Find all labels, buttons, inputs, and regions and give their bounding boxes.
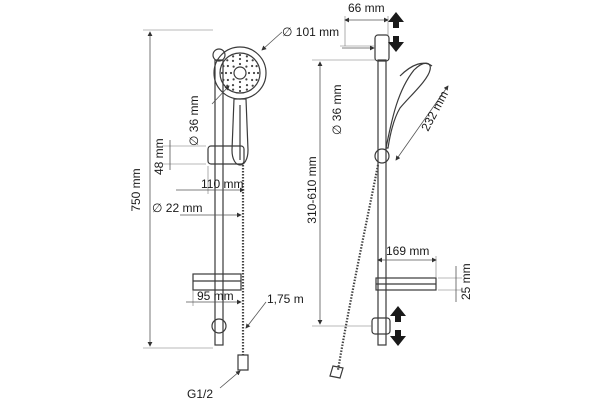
nozzle-dot bbox=[232, 55, 235, 58]
nozzle-dot bbox=[245, 84, 249, 87]
label-adjust-range: 310-610 mm bbox=[305, 156, 319, 223]
nozzle-dot bbox=[256, 71, 260, 75]
slide-bar bbox=[214, 59, 224, 346]
nozzle-dot bbox=[238, 62, 242, 66]
side-slide-bar bbox=[377, 59, 387, 346]
nozzle-dot bbox=[245, 78, 248, 81]
side-bottom-bracket bbox=[371, 317, 391, 335]
nozzle-dot bbox=[245, 55, 248, 58]
side-slider-knob bbox=[374, 148, 390, 164]
nozzle-dot bbox=[226, 64, 229, 68]
hand-shower-handle bbox=[231, 98, 249, 166]
bottom-wall-bracket bbox=[211, 318, 227, 334]
nozzle-dot bbox=[220, 71, 224, 75]
side-shower-hose bbox=[336, 164, 380, 371]
nozzle-dot bbox=[231, 84, 235, 87]
nozzle-dot bbox=[245, 88, 248, 91]
label-soap-dish-depth: 95 mm bbox=[197, 289, 234, 303]
label-hose-length: 1,75 m bbox=[267, 292, 304, 306]
nozzle-dot bbox=[232, 65, 235, 68]
adjust-arrows-bottom-icon bbox=[390, 306, 406, 346]
nozzle-dot bbox=[247, 71, 251, 75]
nozzle-dot bbox=[224, 71, 228, 75]
label-dish-length: 169 mm bbox=[386, 244, 429, 258]
slider-holder bbox=[207, 145, 245, 165]
nozzle-dot bbox=[238, 89, 242, 93]
label-rod-diameter-left: ∅ 36 mm bbox=[187, 96, 201, 146]
side-view: 66 mm ∅ 36 mm 310-610 mm 232 mm 169 mm 2… bbox=[305, 1, 473, 379]
hand-shower-head bbox=[213, 46, 267, 100]
label-bar-diameter: ∅ 22 mm bbox=[152, 201, 202, 215]
nozzle-dot bbox=[226, 78, 229, 82]
nozzle-dot bbox=[251, 78, 254, 82]
soap-dish bbox=[192, 273, 242, 291]
label-thread: G1/2 bbox=[187, 387, 213, 400]
nozzle-dot bbox=[226, 59, 229, 62]
label-height-total: 750 mm bbox=[129, 168, 143, 211]
nozzle-dot bbox=[255, 78, 258, 81]
top-wall-bracket bbox=[212, 48, 226, 62]
label-holder-depth: 110 mm bbox=[201, 177, 243, 191]
label-holder-height: 48 mm bbox=[152, 138, 166, 175]
label-handshower-length: 232 mm bbox=[418, 89, 451, 134]
nozzle-dot bbox=[245, 59, 249, 63]
label-rod-diameter-right: ∅ 36 mm bbox=[330, 85, 344, 135]
nozzle-dot bbox=[251, 84, 254, 87]
nozzle-dot bbox=[252, 71, 256, 75]
side-top-bracket bbox=[374, 34, 390, 62]
nozzle-dot bbox=[238, 53, 242, 57]
label-head-diameter: ∅ 101 mm bbox=[282, 25, 339, 39]
nozzle-dot bbox=[251, 64, 254, 68]
nozzle-dot bbox=[238, 57, 242, 61]
nozzle-dot bbox=[255, 65, 258, 68]
side-hose-nut bbox=[329, 365, 344, 379]
nozzle-dot bbox=[238, 85, 242, 89]
nozzle-dot bbox=[222, 65, 225, 68]
nozzle-dot bbox=[229, 71, 233, 75]
nozzle-dot bbox=[251, 59, 254, 62]
label-top-offset: 66 mm bbox=[348, 1, 385, 15]
adjust-arrows-top-icon bbox=[388, 12, 404, 52]
hose-nut bbox=[237, 354, 249, 371]
front-view: 750 mm ∅ 101 mm ∅ 36 mm 48 mm 110 mm ∅ 2… bbox=[129, 25, 339, 400]
label-dish-height: 25 mm bbox=[459, 263, 473, 300]
nozzle-dot bbox=[245, 65, 248, 68]
nozzle-dot bbox=[232, 78, 235, 81]
nozzle-dot bbox=[222, 78, 225, 81]
side-hand-shower bbox=[385, 62, 431, 149]
nozzle-dot bbox=[238, 80, 242, 84]
nozzle-dot bbox=[231, 59, 235, 63]
nozzle-dot bbox=[232, 88, 235, 91]
